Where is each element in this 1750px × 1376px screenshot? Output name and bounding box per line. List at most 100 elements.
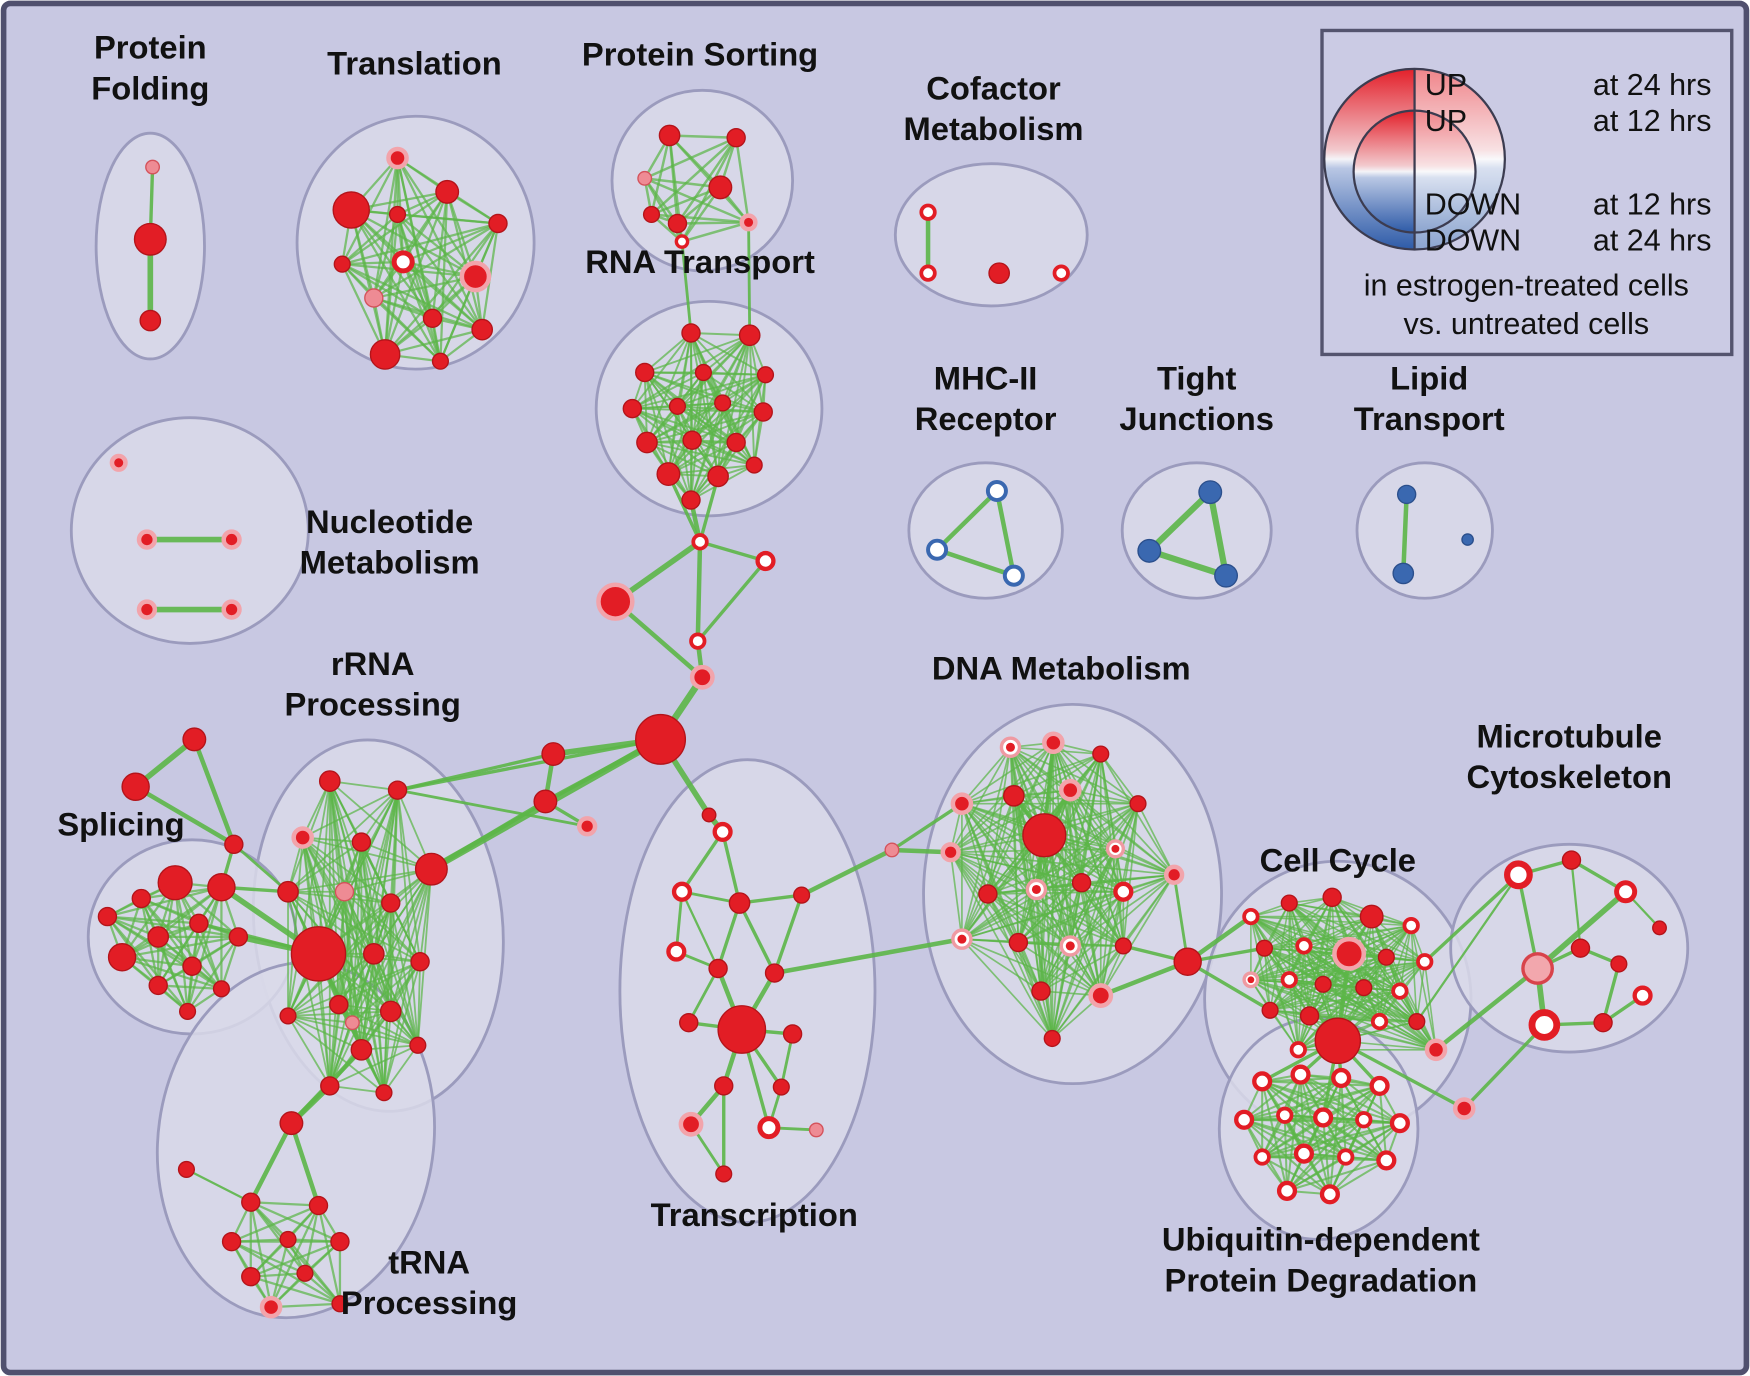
edge-mt7-mt9	[1601, 962, 1621, 1025]
node-cc15	[1391, 982, 1409, 1000]
node-rr12	[329, 994, 349, 1015]
node-dm15	[1113, 881, 1134, 902]
node-rt12	[726, 432, 746, 453]
node-cc10	[1416, 953, 1434, 971]
node-ub2	[1290, 1064, 1311, 1085]
node-cc5	[1402, 916, 1420, 935]
node-lt3	[1461, 533, 1474, 546]
node-cf2	[919, 264, 937, 282]
edge-tr1-tr4	[289, 1120, 321, 1208]
node-t12	[431, 352, 449, 370]
node-sp8	[97, 906, 118, 927]
node-cc11	[1242, 971, 1260, 989]
node-rt6	[622, 398, 643, 419]
cluster-mhc-ii-receptor	[907, 461, 1064, 600]
cluster-label-rrna-processing-0: rRNA	[331, 645, 415, 682]
edge-ps7-rt2	[747, 220, 752, 337]
node-ps6	[642, 205, 661, 224]
node-ub1	[1252, 1071, 1273, 1092]
node-dm6	[1058, 778, 1082, 802]
node-mt2	[1561, 850, 1582, 870]
node-ch8	[576, 816, 598, 837]
node-ub9	[1389, 1113, 1410, 1134]
node-dm22	[1088, 983, 1114, 1009]
node-tx4	[793, 886, 811, 904]
node-ub4	[1369, 1075, 1390, 1096]
node-cc12	[1280, 971, 1298, 989]
edge-mt8-cn4	[1462, 1023, 1547, 1111]
node-cn4	[1452, 1097, 1476, 1120]
node-nm5	[221, 599, 242, 620]
node-tj3	[1214, 563, 1239, 588]
edge-cc10-mt1	[1423, 873, 1521, 964]
cluster-cofactor-metabolism	[893, 162, 1089, 308]
edge-cc22-mt5	[1433, 966, 1540, 1053]
node-sp5	[157, 865, 193, 901]
node-mh1	[985, 480, 1008, 503]
node-ps5	[667, 213, 688, 234]
edge-lt1-lt2	[1401, 492, 1409, 576]
node-cc16	[1261, 1001, 1279, 1019]
node-rr19	[344, 1015, 360, 1031]
node-rr6	[277, 880, 299, 903]
cluster-label-protein-sorting-0: Protein Sorting	[582, 35, 818, 72]
edge-mt2-mt6	[1570, 859, 1582, 950]
cluster-label-dna-metabolism-0: DNA Metabolism	[932, 650, 1191, 687]
node-rt3	[635, 362, 655, 383]
node-rt15	[745, 456, 763, 474]
node-cf1	[919, 203, 937, 221]
edge-tx2-tx6	[680, 890, 720, 970]
node-rt2	[738, 324, 761, 347]
node-rt8	[714, 394, 732, 412]
node-ub12	[1337, 1148, 1355, 1166]
edge-tx1-tx2	[680, 830, 725, 894]
edge-ch8-rr2	[396, 788, 589, 828]
node-rr15	[350, 1038, 373, 1061]
node-ch1	[691, 533, 709, 551]
edge-cc20-mt1	[1415, 873, 1520, 1023]
node-cc21	[1289, 1041, 1307, 1059]
node-rr4	[351, 832, 372, 852]
node-mt8	[1528, 1009, 1561, 1041]
node-sp12	[107, 942, 137, 972]
cluster-label-lipid-transport-1: Transport	[1354, 400, 1505, 437]
node-tx13	[678, 1111, 704, 1137]
node-dm3	[1092, 745, 1110, 763]
cluster-label-cofactor-metabolism-1: Metabolism	[904, 110, 1084, 147]
node-sp10	[147, 926, 170, 948]
edge-tr2-tr3	[185, 1168, 252, 1204]
node-rt16	[681, 490, 701, 510]
cluster-label-microtubule-cytoskeleton-1: Cytoskeleton	[1466, 758, 1671, 795]
node-rr18	[375, 1084, 393, 1102]
node-mh3	[1002, 564, 1025, 587]
node-pf1	[145, 159, 161, 175]
cluster-label-rrna-processing-1: Processing	[284, 686, 460, 723]
edge-tx7-dm17	[772, 936, 965, 976]
node-rr17	[320, 1076, 340, 1096]
node-tr10	[259, 1295, 283, 1319]
node-ps2	[726, 128, 746, 148]
node-rr10	[362, 942, 385, 965]
node-tr6	[279, 1230, 297, 1248]
node-lt1	[1396, 484, 1417, 505]
node-t11	[471, 318, 494, 341]
cluster-label-tight-junctions-0: Tight	[1157, 359, 1236, 396]
node-tr1	[279, 1111, 304, 1136]
edge-cn4-cc18	[1336, 1039, 1466, 1111]
node-rt4	[694, 363, 713, 382]
legend-direction-2: DOWN	[1425, 187, 1521, 221]
edge-dm22-cn3	[1098, 959, 1190, 998]
cluster-label-lipid-transport-0: Lipid	[1390, 359, 1468, 396]
node-dm8	[940, 842, 961, 863]
node-nm2	[136, 529, 158, 550]
node-sp6	[207, 873, 236, 902]
edge-tj2-tj3	[1146, 547, 1230, 579]
edge-sp3-rr6	[232, 842, 290, 894]
node-mt6	[1570, 938, 1591, 958]
node-dm9	[1022, 813, 1067, 858]
node-rr2	[387, 780, 408, 800]
node-rt9	[753, 402, 773, 422]
node-cc6	[1255, 939, 1274, 957]
node-tx11	[714, 1076, 734, 1096]
